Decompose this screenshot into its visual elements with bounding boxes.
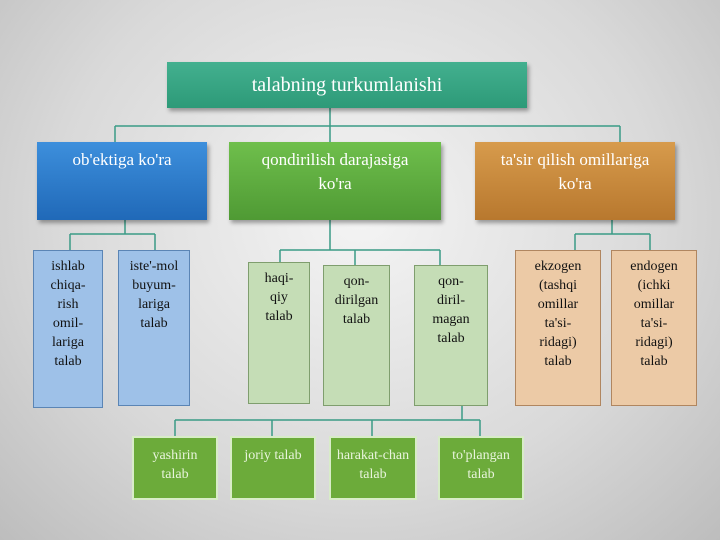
leaf-unsatisfied-demand: qon- diril- magan talab <box>414 265 488 406</box>
leaf-unsatisfied-demand-label: qon- diril- magan talab <box>432 274 470 346</box>
diagram-title: talabning turkumlanishi <box>167 62 527 108</box>
category-object: ob'ektiga ko'ra <box>37 142 207 220</box>
unsatisfied-accumulated: to'plangan talab <box>438 436 524 500</box>
unsatisfied-current: joriy talab <box>230 436 316 500</box>
unsatisfied-mobile-label: harakat-chan talab <box>336 448 410 482</box>
leaf-production-factors: ishlab chiqa- rish omil- lariga talab <box>33 250 103 408</box>
unsatisfied-current-label: joriy talab <box>244 448 302 463</box>
leaf-exogenous-label: ekzogen (tashqi omillar ta'si- ridagi) t… <box>534 259 582 369</box>
leaf-real-demand-label: haqi- qiy talab <box>264 271 294 324</box>
leaf-consumer-goods-label: iste'-mol buyum- lariga talab <box>129 259 179 331</box>
leaf-endogenous-label: endogen (ichki omillar ta'si- ridagi) ta… <box>630 259 678 369</box>
unsatisfied-hidden: yashirin talab <box>132 436 218 500</box>
leaf-exogenous: ekzogen (tashqi omillar ta'si- ridagi) t… <box>515 250 601 406</box>
diagram-title-text: talabning turkumlanishi <box>251 73 443 96</box>
leaf-real-demand: haqi- qiy talab <box>248 262 310 404</box>
unsatisfied-accumulated-label: to'plangan talab <box>452 448 510 482</box>
category-satisfaction: qondirilish darajasiga ko'ra <box>229 142 441 220</box>
unsatisfied-hidden-label: yashirin talab <box>152 448 198 482</box>
leaf-production-factors-label: ishlab chiqa- rish omil- lariga talab <box>50 259 86 369</box>
leaf-endogenous: endogen (ichki omillar ta'si- ridagi) ta… <box>611 250 697 406</box>
leaf-satisfied-demand: qon- dirilgan talab <box>323 265 390 406</box>
unsatisfied-mobile: harakat-chan talab <box>329 436 417 500</box>
leaf-consumer-goods: iste'-mol buyum- lariga talab <box>118 250 190 406</box>
category-object-label: ob'ektiga ko'ra <box>72 150 172 169</box>
leaf-satisfied-demand-label: qon- dirilgan talab <box>334 274 379 327</box>
category-satisfaction-label: qondirilish darajasiga ko'ra <box>261 150 409 193</box>
category-factors: ta'sir qilish omillariga ko'ra <box>475 142 675 220</box>
category-factors-label: ta'sir qilish omillariga ko'ra <box>500 150 650 193</box>
